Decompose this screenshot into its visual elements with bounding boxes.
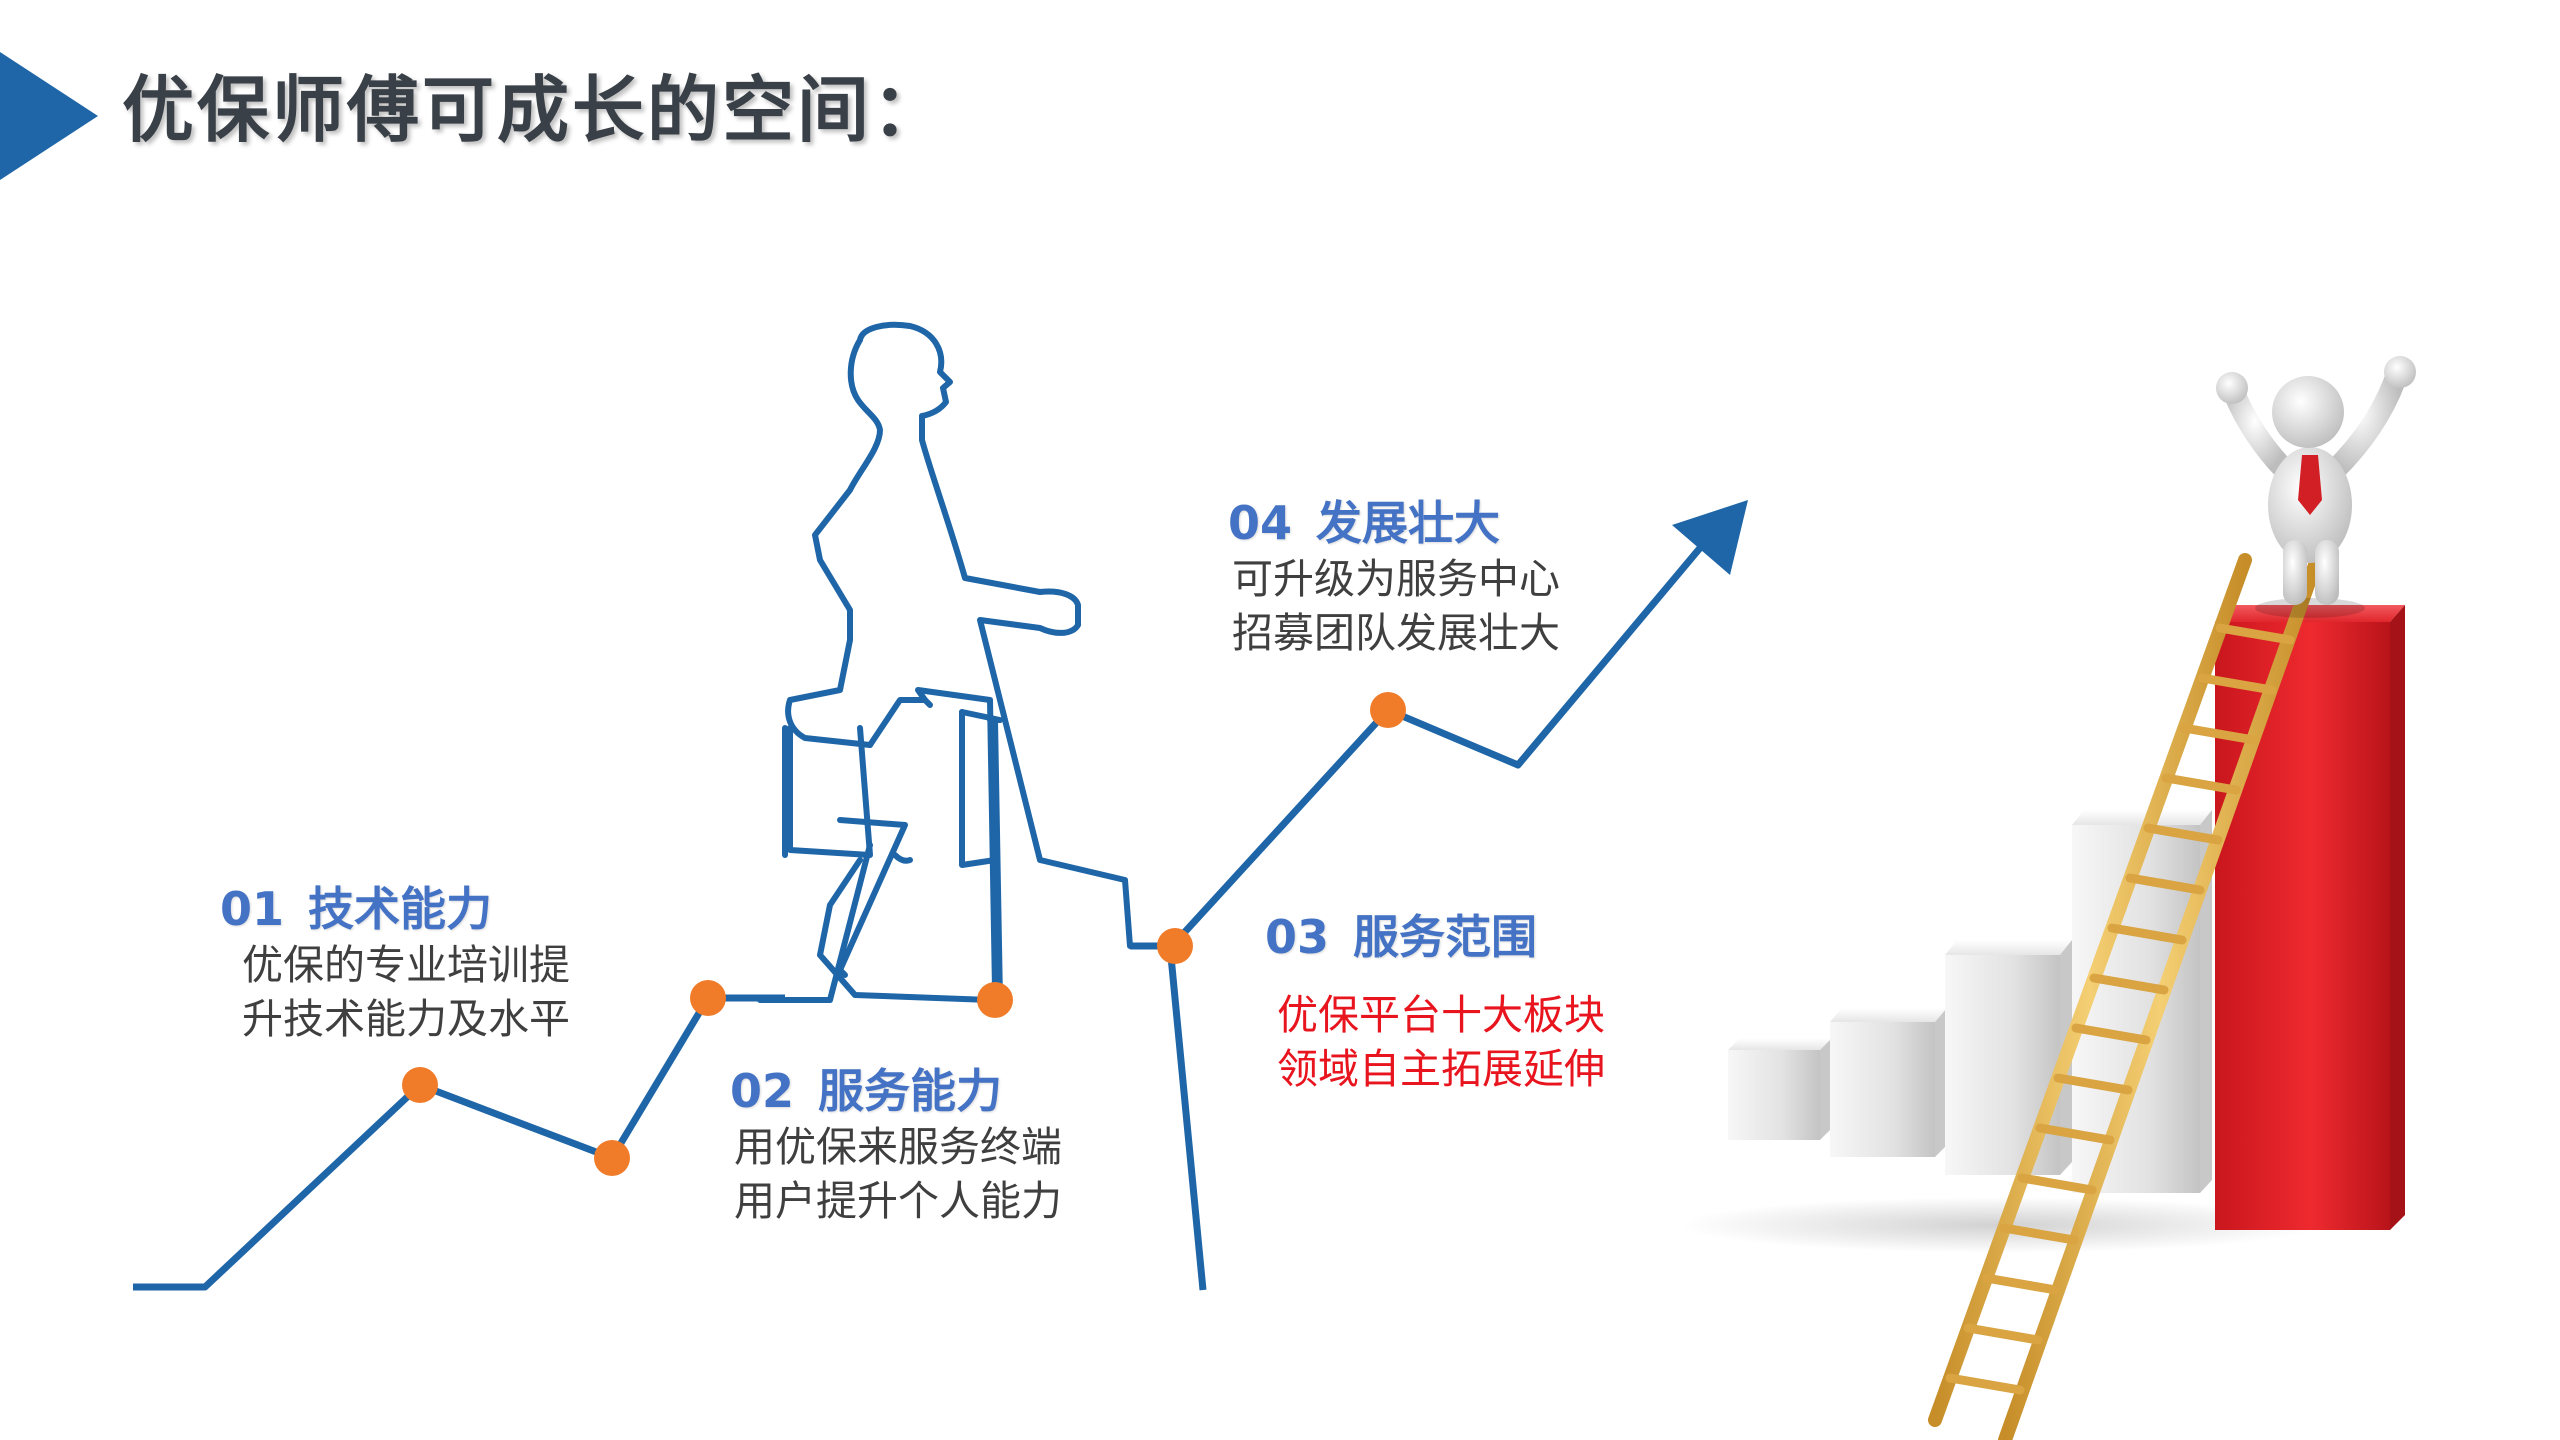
step-1: 01 技术能力 优保的专业培训提 升技术能力及水平 (220, 880, 570, 1046)
step-4-line-1: 可升级为服务中心 (1232, 555, 1560, 603)
bar-chart-ladder-figure (1680, 356, 2416, 1440)
node-1 (402, 1067, 438, 1103)
red-bar (2215, 605, 2405, 1230)
person-climbing-outline (757, 321, 1133, 1003)
step-1-line-1: 优保的专业培训提 (242, 941, 570, 989)
step-1-title: 技术能力 (308, 882, 493, 936)
step-4: 04 发展壮大 可升级为服务中心 招募团队发展壮大 (1228, 494, 1560, 660)
step-3-line-2: 领域自主拓展延伸 (1277, 1045, 1605, 1093)
step-4-number: 04 (1228, 496, 1293, 550)
step-3-line-1: 优保平台十大板块 (1277, 991, 1605, 1039)
step-4-heading: 04 发展壮大 (1228, 494, 1560, 552)
step-4-title: 发展壮大 (1316, 496, 1501, 550)
node-2 (690, 980, 726, 1016)
step-3-number: 03 (1265, 910, 1330, 964)
node-4 (1370, 692, 1406, 728)
node-2b (977, 982, 1013, 1018)
step-3-heading: 03 服务范围 (1265, 908, 1605, 966)
step-2-line-2: 用户提升个人能力 (734, 1177, 1062, 1225)
page-title: 优保师傅可成长的空间： (122, 68, 948, 152)
title-arrow-icon (0, 52, 98, 180)
step-2: 02 服务能力 用优保来服务终端 用户提升个人能力 (730, 1062, 1062, 1228)
grey-bar-1 (1728, 1038, 1832, 1140)
node-1b (594, 1140, 630, 1176)
step-2-number: 02 (730, 1064, 795, 1118)
ladder (1928, 553, 2322, 1440)
grey-bar-3 (1945, 940, 2072, 1175)
step-2-line-1: 用优保来服务终端 (734, 1123, 1062, 1171)
step-2-heading: 02 服务能力 (730, 1062, 1062, 1120)
step-1-line-2: 升技术能力及水平 (242, 995, 570, 1043)
step-4-line-2: 招募团队发展壮大 (1232, 609, 1560, 657)
step-1-number: 01 (220, 882, 285, 936)
node-3 (1157, 928, 1193, 964)
step-3: 03 服务范围 优保平台十大板块 领域自主拓展延伸 (1265, 908, 1605, 1096)
grey-bar-2 (1830, 1008, 1947, 1157)
step-1-heading: 01 技术能力 (220, 880, 570, 938)
step-nodes (402, 692, 1406, 1176)
cheering-figure (2216, 356, 2416, 618)
step-2-title: 服务能力 (818, 1064, 1003, 1118)
step-3-title: 服务范围 (1353, 910, 1538, 964)
